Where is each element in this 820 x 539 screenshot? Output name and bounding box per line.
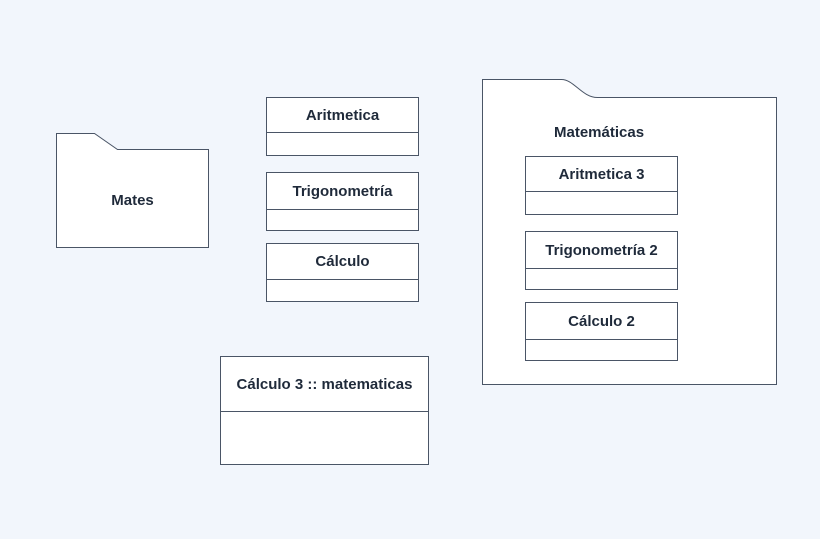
class-name: Aritmetica 3 [526,157,677,192]
class-attributes [267,210,418,230]
package-mates-label: Mates [111,192,154,209]
package-matematicas-label: Matemáticas [554,124,645,141]
class-aritmetica[interactable]: Aritmetica [266,97,419,156]
class-calculo3[interactable]: Cálculo 3 :: matematicas [220,356,429,465]
class-name: Trigonometría [267,173,418,210]
class-trigonometria[interactable]: Trigonometría [266,172,419,231]
class-name: Trigonometría 2 [526,232,677,269]
class-name: Cálculo 2 [526,303,677,340]
class-name: Cálculo [267,244,418,280]
class-trigonometria2[interactable]: Trigonometría 2 [525,231,678,290]
class-attributes [526,340,677,360]
class-calculo2[interactable]: Cálculo 2 [525,302,678,361]
class-attributes [221,412,428,464]
class-name: Aritmetica [267,98,418,133]
class-attributes [267,280,418,301]
class-name: Cálculo 3 :: matematicas [221,357,428,412]
class-attributes [526,269,677,289]
class-aritmetica3[interactable]: Aritmetica 3 [525,156,678,215]
class-calculo[interactable]: Cálculo [266,243,419,302]
class-attributes [526,192,677,214]
package-mates-shape[interactable] [56,133,209,248]
class-attributes [267,133,418,155]
